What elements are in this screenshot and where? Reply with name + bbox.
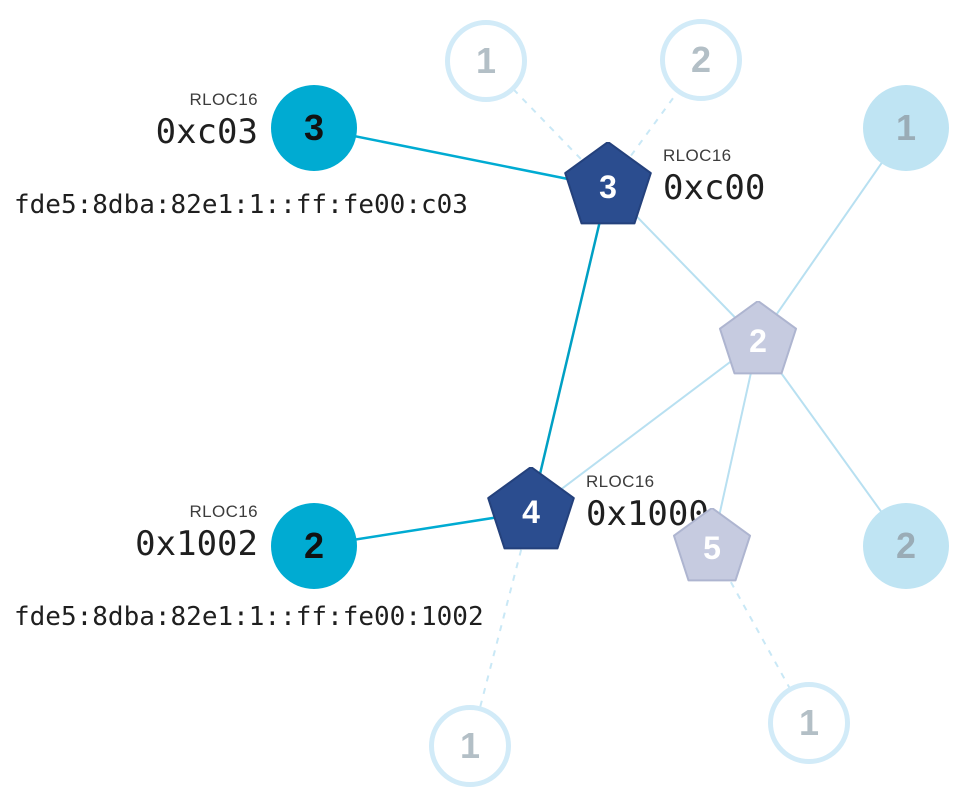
link-node-3--router-3 (313, 126, 609, 189)
router-2[interactable]: 2 (718, 301, 798, 381)
pentagon-router-shape (564, 142, 652, 225)
child-2-right[interactable]: 2 (863, 503, 949, 589)
node-id-label: 2 (895, 525, 917, 566)
node-3[interactable]: 3 (271, 85, 357, 171)
rloc16-title: RLOC16 (586, 472, 655, 491)
link-router-3--router-4 (529, 186, 610, 513)
router-5[interactable]: 5 (672, 508, 752, 588)
pentagon-router-shape (718, 301, 798, 375)
node-id-label: 2 (690, 39, 712, 80)
child-1-bottomright[interactable]: 1 (768, 682, 850, 764)
rloc16-value: 0xc03 (155, 112, 258, 152)
pentagon-router-shape (672, 508, 752, 582)
node-2[interactable]: 2 (271, 503, 357, 589)
rloc16-block-node-3: RLOC16 0xc03 (156, 90, 258, 151)
node-id-label: 5 (703, 530, 721, 566)
node-id-label: 1 (895, 107, 917, 148)
rloc16-title: RLOC16 (189, 90, 258, 109)
child-2-top[interactable]: 2 (660, 19, 742, 101)
child-1-top[interactable]: 1 (445, 20, 527, 102)
link-router-2--router-4 (530, 340, 759, 513)
ipv6-address-node-2: fde5:8dba:82e1:1::ff:fe00:1002 (14, 602, 484, 632)
pentagon-router-shape (487, 467, 575, 550)
rloc16-value: 0xc00 (663, 168, 766, 208)
node-id-label: 1 (475, 40, 497, 81)
router-4[interactable]: 4 (486, 467, 576, 557)
rloc16-block-node-2: RLOC16 0x1002 (135, 502, 258, 563)
router-3[interactable]: 3 (563, 142, 653, 232)
node-id-label: 3 (599, 169, 617, 205)
node-id-label: 1 (459, 725, 481, 766)
node-id-label: 4 (522, 494, 540, 530)
child-1-bottomleft[interactable]: 1 (429, 705, 511, 787)
rloc16-block-router-3: RLOC16 0xc00 (663, 146, 765, 207)
rloc16-title: RLOC16 (663, 146, 732, 165)
node-id-label: 2 (303, 525, 325, 566)
ipv6-address-node-3: fde5:8dba:82e1:1::ff:fe00:c03 (14, 190, 468, 220)
node-id-label: 1 (798, 702, 820, 743)
child-1-right[interactable]: 1 (863, 85, 949, 171)
node-id-label: 2 (749, 323, 767, 359)
rloc16-title: RLOC16 (189, 502, 258, 521)
node-id-label: 3 (303, 107, 325, 148)
link-router-4--child-1-bottomleft (469, 511, 532, 747)
rloc16-value: 0x1002 (135, 524, 258, 564)
